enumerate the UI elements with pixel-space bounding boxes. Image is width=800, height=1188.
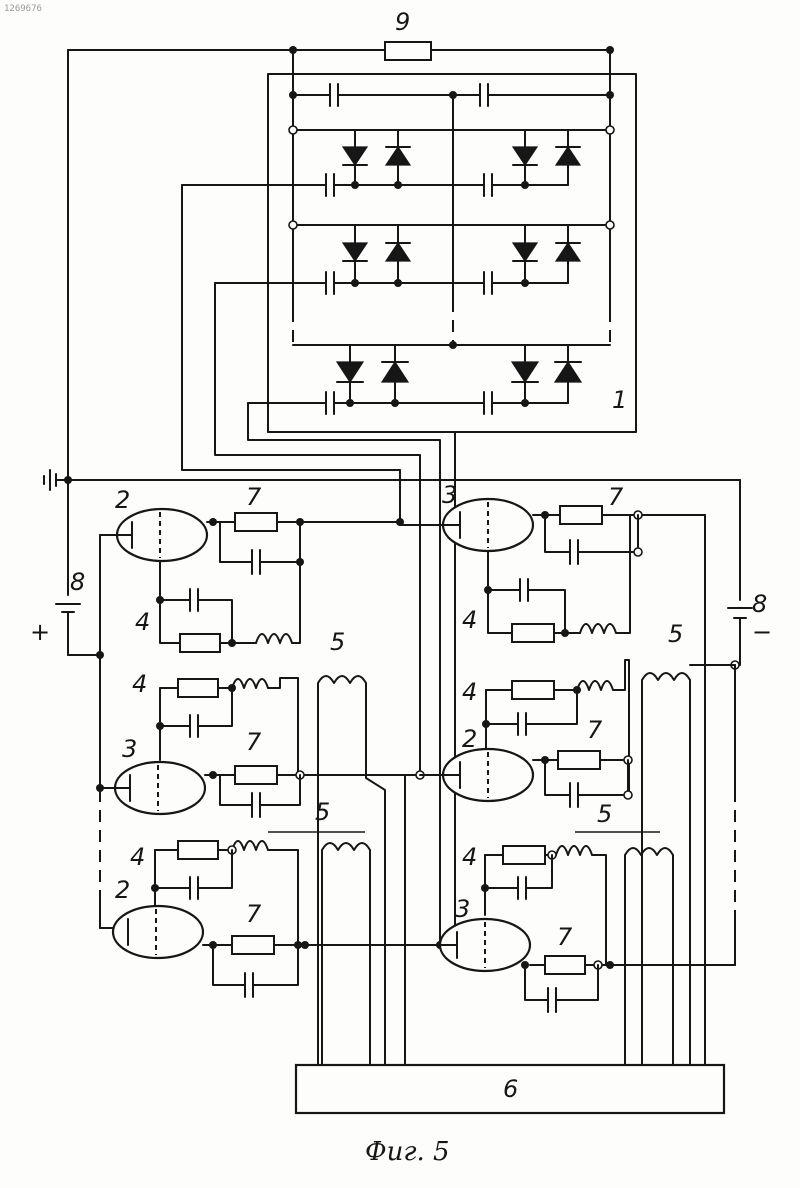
label-3: 3 xyxy=(442,481,457,509)
diode-icon xyxy=(556,147,580,165)
inductor-icon xyxy=(577,660,629,795)
diode-icon xyxy=(382,362,408,382)
inductor-icon xyxy=(232,841,298,948)
label-5: 5 xyxy=(597,800,612,828)
label-4: 4 xyxy=(135,608,150,636)
inductor-5-icon xyxy=(318,676,366,768)
inductor-5-icon xyxy=(322,843,370,1065)
inductor-icon xyxy=(580,515,630,633)
stage-left-1: 2 7 4 xyxy=(100,483,404,652)
label-8-left: 8 xyxy=(70,568,85,596)
resistor-icon xyxy=(545,956,585,974)
label-8-right: 8 xyxy=(752,590,767,618)
resistor-icon xyxy=(178,841,218,859)
inductor-5-icon xyxy=(642,673,690,1065)
resistor-icon xyxy=(512,681,554,699)
label-5: 5 xyxy=(315,798,330,826)
label-2: 2 xyxy=(462,725,477,753)
diode-icon xyxy=(555,362,581,382)
diode-icon xyxy=(556,243,580,261)
diode-icon xyxy=(337,362,363,382)
diode-icon xyxy=(512,362,538,382)
resistor-icon xyxy=(180,634,220,652)
resistor-icon xyxy=(235,766,277,784)
resistor-icon xyxy=(512,624,554,642)
label-4: 4 xyxy=(462,606,477,634)
resistor-icon xyxy=(232,936,274,954)
label-5: 5 xyxy=(330,628,345,656)
label-6: 6 xyxy=(503,1075,518,1103)
label-7: 7 xyxy=(246,728,262,756)
label-7: 7 xyxy=(608,483,624,511)
diode-icon xyxy=(386,243,410,261)
label-2: 2 xyxy=(115,876,130,904)
stage-right-3: 4 3 7 xyxy=(440,832,673,1065)
label-7: 7 xyxy=(557,923,573,951)
figure-caption: Фиг. 5 xyxy=(365,1137,450,1167)
resistor-9: 9 xyxy=(68,8,610,60)
label-7: 7 xyxy=(587,716,603,744)
resistor-icon xyxy=(178,679,218,697)
label-7: 7 xyxy=(246,483,262,511)
label-2: 2 xyxy=(115,486,130,514)
resistor-icon xyxy=(560,506,602,524)
plus-sign: + xyxy=(30,618,50,646)
diode-icon xyxy=(386,147,410,165)
lamp-2-icon xyxy=(113,906,203,958)
stage-left-3: 4 2 7 5 xyxy=(100,798,444,1065)
diode-icon xyxy=(513,243,537,261)
label-4: 4 xyxy=(132,670,147,698)
document-number: 1269676 xyxy=(4,4,42,14)
label-5: 5 xyxy=(668,620,683,648)
resistor-icon xyxy=(558,751,600,769)
block-1-multiplier: 1 xyxy=(182,46,636,432)
label-7: 7 xyxy=(246,900,262,928)
inductor-icon xyxy=(232,678,298,773)
diode-icon xyxy=(343,147,367,165)
minus-sign: − xyxy=(752,618,772,646)
inductor-5-icon xyxy=(625,848,673,1065)
label-4: 4 xyxy=(462,678,477,706)
resistor-icon xyxy=(385,42,431,60)
label-4: 4 xyxy=(462,843,477,871)
label-1: 1 xyxy=(612,386,627,414)
label-3: 3 xyxy=(122,735,137,763)
label-9: 9 xyxy=(395,8,410,36)
resistor-icon xyxy=(235,513,277,531)
diode-icon xyxy=(513,147,537,165)
label-4: 4 xyxy=(130,843,145,871)
label-3: 3 xyxy=(455,895,470,923)
inductor-icon xyxy=(256,522,300,643)
diode-icon xyxy=(343,243,367,261)
resistor-icon xyxy=(503,846,545,864)
